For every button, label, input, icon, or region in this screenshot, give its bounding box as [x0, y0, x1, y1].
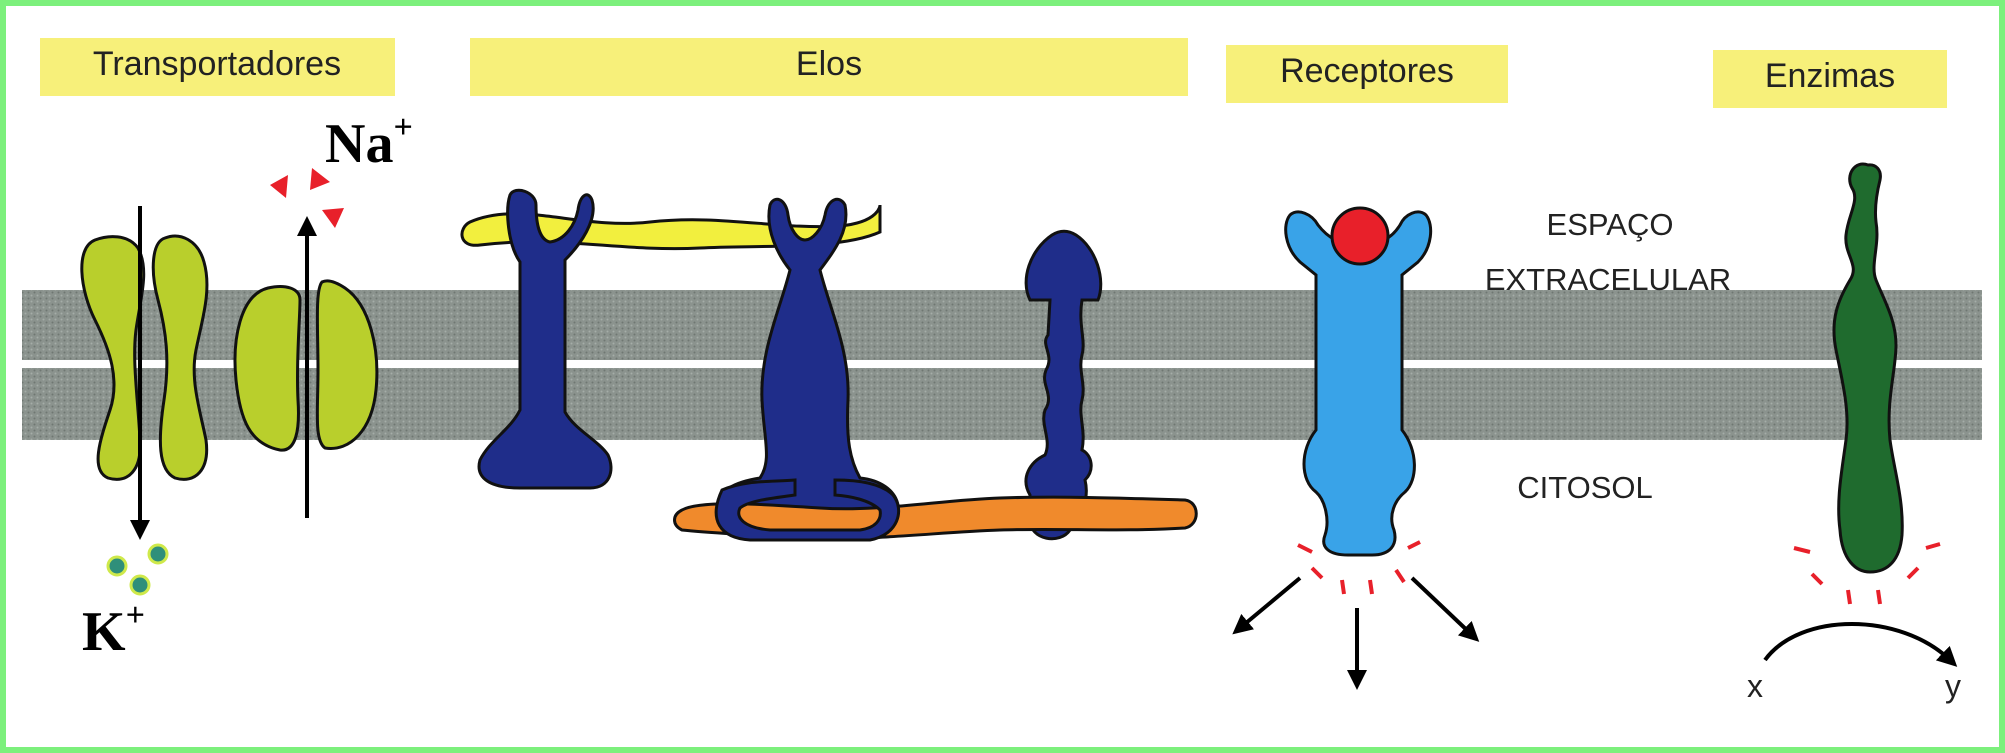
svg-text:Transportadores: Transportadores [93, 45, 341, 83]
cytosol-label: CITOSOL [1517, 470, 1653, 505]
label-links: Elos [470, 38, 1188, 96]
product-label: y [1945, 668, 1961, 704]
substrate-label: x [1747, 668, 1763, 704]
svg-text:Enzimas: Enzimas [1765, 57, 1895, 95]
svg-text:Receptores: Receptores [1280, 52, 1454, 90]
extracellular-label-line2: EXTRACELULAR [1485, 262, 1731, 297]
extracellular-label-line1: ESPAÇO [1547, 207, 1674, 242]
label-transporters: Transportadores [40, 38, 395, 96]
label-receptors: Receptores [1226, 45, 1508, 103]
svg-text:Elos: Elos [796, 45, 862, 83]
label-enzymes: Enzimas [1713, 50, 1947, 108]
signal-ligand [1332, 208, 1388, 264]
